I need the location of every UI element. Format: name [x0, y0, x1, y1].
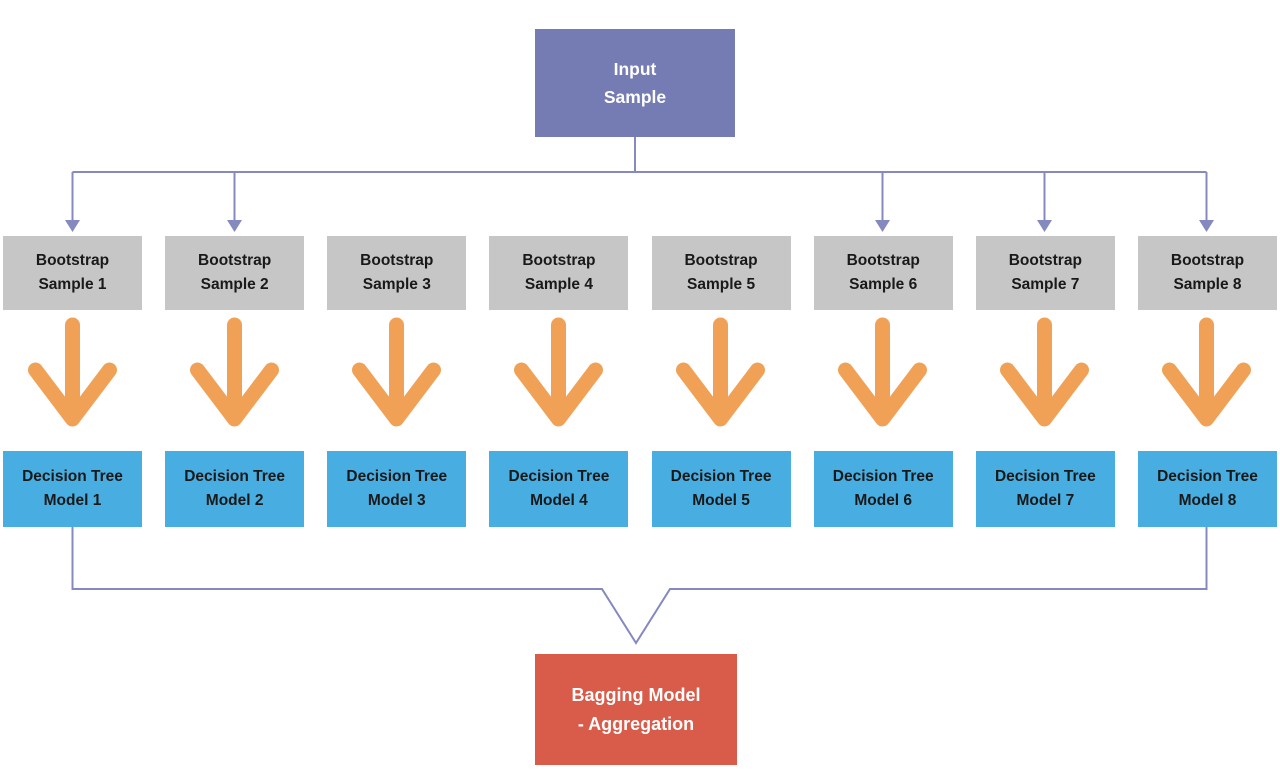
box-label: Sample 8 — [1173, 276, 1242, 293]
box-label: Decision Tree — [994, 468, 1096, 485]
box-label: Model 4 — [530, 492, 588, 509]
box-label: Sample 3 — [362, 276, 431, 293]
box-label: Decision Tree — [508, 468, 610, 485]
box-label: Decision Tree — [184, 468, 286, 485]
box-label: Bootstrap — [198, 252, 272, 269]
down-arrow-icon — [514, 317, 603, 427]
bootstrap-sample-box-5: Bootstrap Sample 5 — [651, 236, 791, 310]
box-label: Bootstrap — [1008, 252, 1082, 269]
bagging-label-line2: - Aggregation — [577, 713, 695, 734]
decision-tree-model-box-2: Decision Tree Model 2 — [165, 451, 305, 527]
box-label: Model 2 — [205, 492, 264, 509]
box-label: Bootstrap — [684, 252, 758, 269]
aggregation-connector — [71, 527, 1208, 645]
bootstrap-sample-box-1: Bootstrap Sample 1 — [3, 236, 142, 310]
box-label: Model 5 — [692, 492, 750, 509]
down-arrow-icon — [28, 317, 117, 427]
box-label: Sample 1 — [38, 276, 107, 293]
box-label: Bootstrap — [35, 252, 110, 269]
bagging-aggregation-box: Bagging Model - Aggregation — [535, 654, 737, 765]
branch-arrow-icon — [1037, 172, 1052, 232]
input-sample-label-line1: Input — [613, 59, 657, 79]
box-label: Model 6 — [854, 492, 913, 509]
decision-tree-model-box-4: Decision Tree Model 4 — [489, 451, 629, 527]
decision-tree-model-box-6: Decision Tree Model 6 — [813, 451, 953, 527]
decision-tree-model-box-1: Decision Tree Model 1 — [3, 451, 142, 527]
box-label: Decision Tree — [1157, 468, 1258, 485]
bagging-label-line1: Bagging Model — [571, 684, 701, 705]
box-label: Sample 6 — [849, 276, 918, 293]
down-arrow-icon — [1162, 317, 1251, 427]
branch-arrow-icon — [227, 172, 242, 232]
decision-tree-model-box-3: Decision Tree Model 3 — [327, 451, 467, 527]
bootstrap-sample-row: Bootstrap Sample 1 Bootstrap Sample 2 Bo… — [3, 236, 1277, 310]
input-sample-label-line2: Sample — [603, 87, 667, 107]
down-arrow-icon — [352, 317, 441, 427]
down-arrow-icon — [1000, 317, 1089, 427]
down-arrow-icon — [676, 317, 765, 427]
bootstrap-sample-box-2: Bootstrap Sample 2 — [165, 236, 305, 310]
input-sample-box: Input Sample — [535, 29, 735, 137]
box-label: Bootstrap — [360, 252, 434, 269]
down-arrow-icon — [838, 317, 927, 427]
decision-tree-model-box-8: Decision Tree Model 8 — [1137, 451, 1277, 527]
down-arrow-icon — [190, 317, 279, 427]
bootstrap-sample-box-7: Bootstrap Sample 7 — [975, 236, 1115, 310]
box-label: Sample 2 — [200, 276, 269, 293]
decision-tree-model-row: Decision Tree Model 1 Decision Tree Mode… — [3, 451, 1277, 527]
box-label: Decision Tree — [346, 468, 448, 485]
box-label: Model 7 — [1016, 492, 1075, 509]
branch-arrow-icon — [65, 172, 80, 232]
box-label: Bootstrap — [846, 252, 920, 269]
box-label: Model 8 — [1178, 492, 1237, 509]
bootstrap-sample-box-4: Bootstrap Sample 4 — [489, 236, 629, 310]
bootstrap-sample-box-8: Bootstrap Sample 8 — [1137, 236, 1277, 310]
box-label: Sample 4 — [524, 276, 593, 293]
decision-tree-model-box-5: Decision Tree Model 5 — [651, 451, 791, 527]
bootstrap-sample-box-6: Bootstrap Sample 6 — [813, 236, 953, 310]
box-label: Sample 5 — [687, 276, 756, 293]
box-label: Decision Tree — [832, 468, 934, 485]
box-label: Model 3 — [367, 492, 426, 509]
decision-tree-model-box-7: Decision Tree Model 7 — [975, 451, 1115, 527]
branch-arrow-icon — [875, 172, 890, 232]
box-label: Bootstrap — [1170, 252, 1245, 269]
box-label: Decision Tree — [670, 468, 772, 485]
box-label: Bootstrap — [522, 252, 596, 269]
box-label: Decision Tree — [22, 468, 123, 485]
box-label: Sample 7 — [1011, 276, 1080, 293]
bootstrap-sample-box-3: Bootstrap Sample 3 — [327, 236, 467, 310]
branch-arrow-icon — [1199, 172, 1214, 232]
box-label: Model 1 — [43, 492, 102, 509]
